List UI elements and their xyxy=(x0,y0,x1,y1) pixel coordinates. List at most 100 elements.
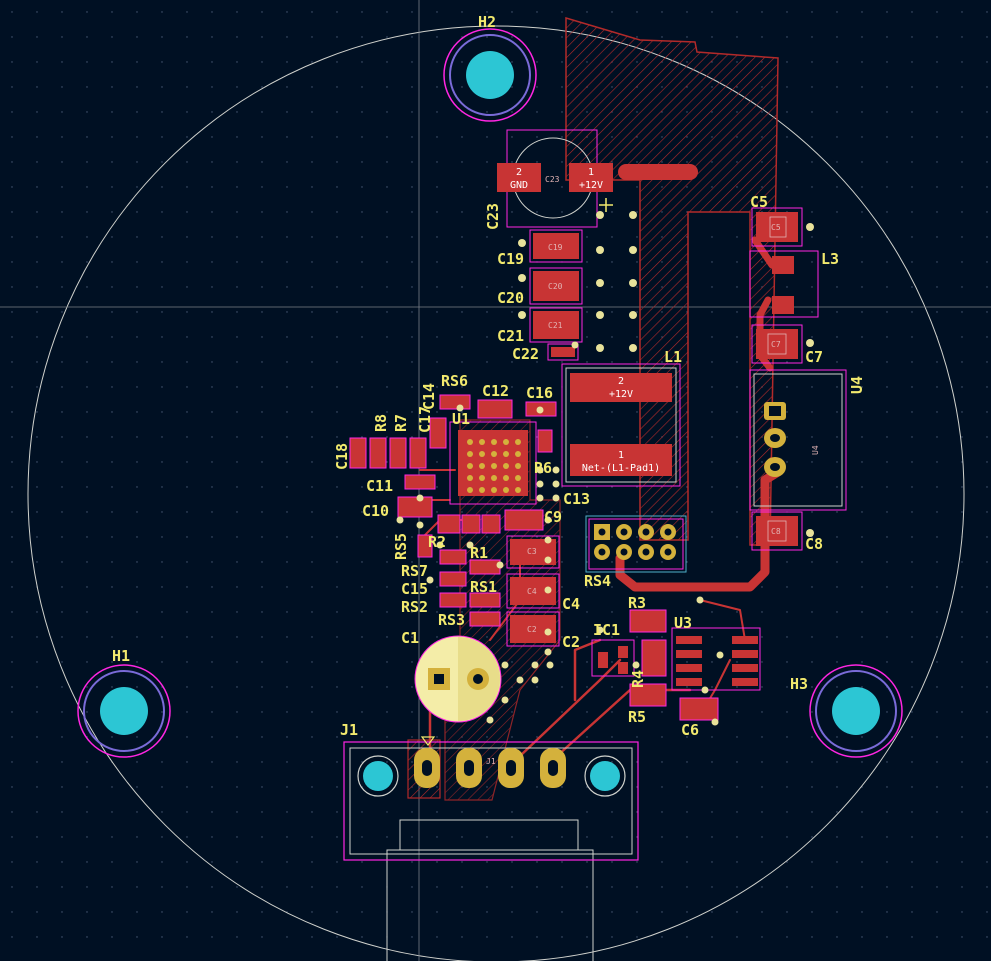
ref-rs4: RS4 xyxy=(584,572,611,590)
ref-c13: C13 xyxy=(563,490,590,508)
ref-rs1: RS1 xyxy=(470,578,497,596)
ref-l1: L1 xyxy=(664,348,682,366)
svg-text:U4: U4 xyxy=(811,445,820,455)
footprint-u4[interactable] xyxy=(749,369,847,511)
ref-r8: R8 xyxy=(372,414,390,432)
vias xyxy=(396,211,814,726)
svg-text:Net-(L1-Pad1): Net-(L1-Pad1) xyxy=(582,463,660,474)
ref-rs6: RS6 xyxy=(441,372,468,390)
ref-c15: C15 xyxy=(401,580,428,598)
ref-c7: C7 xyxy=(805,348,823,366)
footprint-c23[interactable] xyxy=(497,129,613,228)
ref-r7: R7 xyxy=(392,414,410,432)
footprint-c6[interactable] xyxy=(679,697,719,721)
ref-c9: C9 xyxy=(544,508,562,526)
ref-c22: C22 xyxy=(512,345,539,363)
ref-c12: C12 xyxy=(482,382,509,400)
footprint-l3[interactable] xyxy=(749,250,819,318)
fab-labels: C23 C19 C20 C21 C5 C7 C8 C3 C4 C2 J1 U4 xyxy=(486,175,820,766)
ref-c16: C16 xyxy=(526,384,553,402)
ref-u1: U1 xyxy=(452,410,470,428)
ref-u3: U3 xyxy=(674,614,692,632)
footprint-c8[interactable] xyxy=(751,511,803,551)
pin-header[interactable] xyxy=(585,515,687,573)
ref-c14: C14 xyxy=(420,383,438,410)
footprint-c21[interactable] xyxy=(529,307,583,343)
ref-ic1: IC1 xyxy=(593,621,620,639)
footprint-c20[interactable] xyxy=(529,267,583,305)
ref-c21: C21 xyxy=(497,327,524,345)
ref-c23: C23 xyxy=(484,203,502,230)
svg-text:2: 2 xyxy=(516,167,522,178)
ref-u4: U4 xyxy=(848,376,866,394)
ref-r1: R1 xyxy=(470,544,488,562)
svg-text:C21: C21 xyxy=(548,321,563,330)
ref-rs5: RS5 xyxy=(392,533,410,560)
svg-text:C23: C23 xyxy=(545,175,560,184)
footprint-c19[interactable] xyxy=(529,229,583,263)
ref-c2: C2 xyxy=(562,633,580,651)
ref-rs2: RS2 xyxy=(401,598,428,616)
footprint-c1[interactable] xyxy=(414,635,502,723)
ref-r6: R6 xyxy=(534,459,552,477)
footprint-l1[interactable] xyxy=(561,363,681,487)
footprint-r4[interactable] xyxy=(641,639,667,677)
footprint-ic1[interactable] xyxy=(591,639,635,677)
reference-designators: H2 H1 H3 J1 L1 L3 C5 C7 C8 U4 C23 C19 C2… xyxy=(112,13,866,739)
ref-c17: C17 xyxy=(416,406,434,433)
svg-text:GND: GND xyxy=(510,180,528,191)
svg-text:C5: C5 xyxy=(771,223,781,232)
ref-c10: C10 xyxy=(362,502,389,520)
svg-text:C4: C4 xyxy=(527,587,537,596)
ref-c20: C20 xyxy=(497,289,524,307)
ref-c4: C4 xyxy=(562,595,580,613)
ref-rs3: RS3 xyxy=(438,611,465,629)
footprint-u3[interactable] xyxy=(671,627,761,691)
ref-l3: L3 xyxy=(821,250,839,268)
footprint-r5[interactable] xyxy=(629,683,667,707)
pad-labels: 2 GND 1 +12V 2 +12V 1 Net-(L1-Pad1) xyxy=(510,167,660,474)
ref-h3: H3 xyxy=(790,675,808,693)
svg-text:C7: C7 xyxy=(771,340,781,349)
footprint-r3[interactable] xyxy=(629,609,667,633)
footprint-j1[interactable] xyxy=(343,736,639,861)
svg-text:C8: C8 xyxy=(771,527,781,536)
mounting-hole-h1 xyxy=(77,664,171,758)
svg-text:J1: J1 xyxy=(486,757,496,766)
svg-text:C2: C2 xyxy=(527,625,537,634)
footprint-c2[interactable] xyxy=(506,611,560,647)
footprint-c22[interactable] xyxy=(547,343,579,361)
svg-text:C19: C19 xyxy=(548,243,563,252)
ref-r3: R3 xyxy=(628,594,646,612)
svg-text:C20: C20 xyxy=(548,282,563,291)
svg-text:+12V: +12V xyxy=(579,180,603,191)
footprint-r8-r7-c17-c18[interactable] xyxy=(349,417,447,469)
footprint-rs6-c12-c16[interactable] xyxy=(439,394,557,453)
footprint-rs-cluster[interactable] xyxy=(417,514,501,627)
svg-text:2: 2 xyxy=(618,376,624,387)
ref-h2: H2 xyxy=(478,13,496,31)
ref-c11: C11 xyxy=(366,477,393,495)
copper-traces xyxy=(399,164,783,762)
ref-h1: H1 xyxy=(112,647,130,665)
ref-c18: C18 xyxy=(333,443,351,470)
ref-c6: C6 xyxy=(681,721,699,739)
ref-c5: C5 xyxy=(750,193,768,211)
footprint-c5[interactable] xyxy=(751,207,803,247)
ref-c8: C8 xyxy=(805,535,823,553)
svg-text:C3: C3 xyxy=(527,547,537,556)
ref-rs7: RS7 xyxy=(401,562,428,580)
ref-j1: J1 xyxy=(340,721,358,739)
footprint-u1[interactable] xyxy=(449,421,537,505)
ref-r4: R4 xyxy=(629,670,647,688)
ref-c19: C19 xyxy=(497,250,524,268)
svg-text:+12V: +12V xyxy=(609,389,633,400)
footprint-c11-c10[interactable] xyxy=(397,474,436,518)
ref-r5: R5 xyxy=(628,708,646,726)
mounting-hole-h3 xyxy=(809,664,903,758)
mounting-hole-h2 xyxy=(443,28,537,122)
footprint-c9[interactable] xyxy=(504,509,544,531)
footprint-c7[interactable] xyxy=(751,324,803,364)
ref-c1: C1 xyxy=(401,629,419,647)
